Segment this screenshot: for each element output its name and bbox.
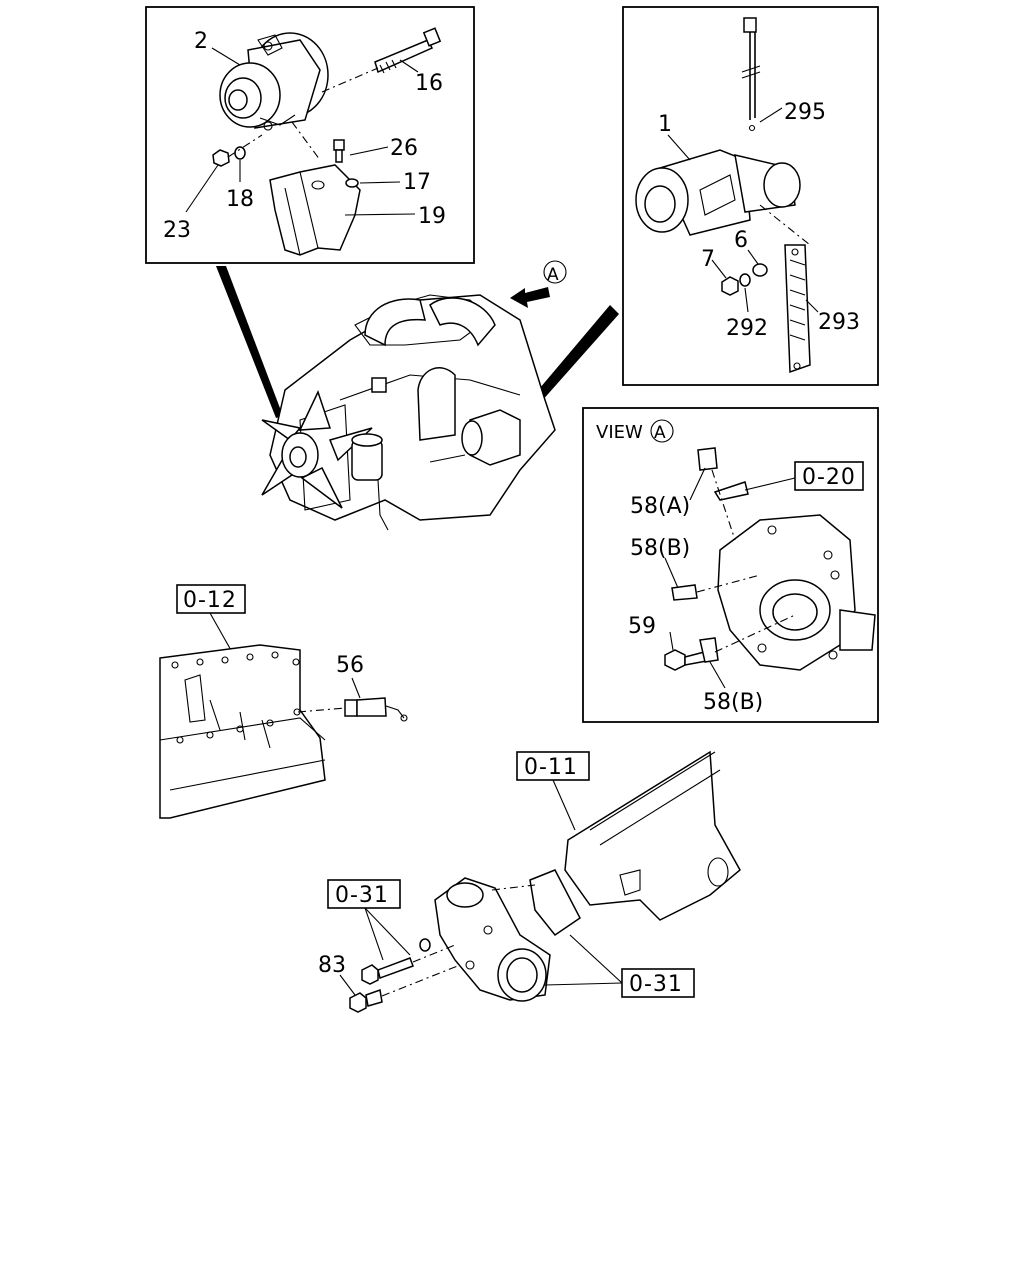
sensor-83 — [349, 988, 383, 1013]
ref-box-0-20: 0-20 — [802, 465, 856, 490]
callout-6: 6 — [734, 228, 748, 253]
callout-17: 17 — [403, 170, 431, 195]
callout-59: 59 — [628, 614, 656, 639]
washer-6 — [752, 263, 768, 277]
starter-pointer — [518, 305, 619, 420]
wire-295 — [741, 17, 761, 132]
callout-292: 292 — [726, 316, 768, 341]
alternator-inset: 2 16 26 17 18 23 19 — [145, 6, 475, 264]
bracket-58b-lower — [699, 637, 719, 663]
bracket-19 — [269, 164, 361, 256]
callout-58b-upper: 58(B) — [630, 536, 690, 561]
ref-box-0-12: 0-12 — [183, 588, 237, 613]
ref-box-0-31-lower: 0-31 — [629, 972, 683, 997]
callout-295: 295 — [784, 100, 826, 125]
bracket-58b-upper — [671, 584, 698, 601]
gasket — [529, 869, 581, 937]
callout-18: 18 — [226, 187, 254, 212]
view-title: VIEW — [596, 422, 643, 443]
oil-pan-section: 0-12 56 — [159, 584, 408, 819]
ref-box-0-31-upper: 0-31 — [335, 883, 389, 908]
nut-23 — [212, 149, 230, 167]
bolt-59 — [664, 649, 686, 671]
view-title-marker: A — [654, 423, 666, 443]
bolt-16 — [374, 27, 442, 74]
view-a-marker: A — [547, 265, 559, 285]
callout-1: 1 — [658, 112, 672, 137]
bracket-58a — [697, 447, 718, 471]
view-a-arrow — [510, 287, 550, 308]
callout-58a: 58(A) — [630, 494, 690, 519]
bolt-long — [361, 938, 431, 985]
callout-26: 26 — [390, 136, 418, 161]
starter-inset: 295 1 6 7 292 293 — [622, 6, 879, 386]
bolt-26 — [333, 139, 345, 163]
callout-58b-lower: 58(B) — [703, 690, 763, 715]
callout-7: 7 — [701, 247, 715, 272]
oil-pressure-sensor-56 — [344, 697, 408, 722]
callout-19: 19 — [418, 204, 446, 229]
washer-292 — [739, 273, 751, 287]
nut-7 — [721, 276, 739, 296]
engine-assembly: A — [261, 260, 567, 531]
callout-56: 56 — [336, 653, 364, 678]
starter-motor — [635, 149, 801, 236]
water-outlet-section: 0-11 0-31 — [318, 750, 741, 1013]
callout-2: 2 — [194, 29, 208, 54]
callout-23: 23 — [163, 218, 191, 243]
washer-18 — [234, 146, 246, 160]
ref-box-0-11: 0-11 — [524, 755, 578, 780]
oil-filter — [351, 433, 389, 531]
thermostat-housing — [434, 877, 551, 1002]
alternator-pointer — [216, 266, 283, 418]
washer-17 — [345, 178, 359, 188]
engine-fan — [261, 389, 373, 509]
alternator — [219, 32, 329, 131]
ground-strap-293 — [784, 244, 811, 374]
callout-16: 16 — [415, 71, 443, 96]
view-a-inset: VIEW A 58(A) 58(B) 59 — [582, 407, 879, 723]
callout-293: 293 — [818, 310, 860, 335]
flywheel-housing — [717, 514, 876, 671]
engine-starter — [461, 409, 521, 466]
callout-83: 83 — [318, 953, 346, 978]
